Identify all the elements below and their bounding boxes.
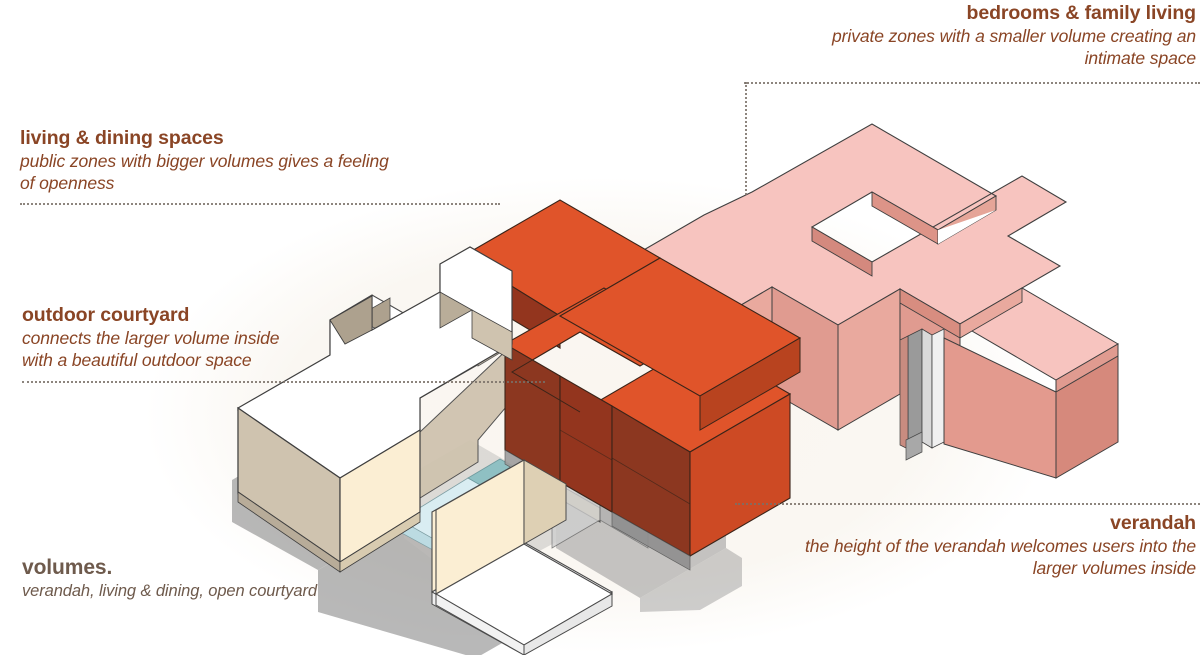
leader-courtyard xyxy=(22,381,545,383)
leader-verandah xyxy=(735,503,1200,505)
leader-living-dining xyxy=(20,203,500,205)
left-mass-base-edge xyxy=(237,491,421,573)
annotation-volumes-title: volumes. xyxy=(22,556,113,579)
leader-bedrooms-vertical xyxy=(745,82,747,195)
annotation-living-dining-line1: public zones with bigger volumes gives a… xyxy=(20,151,389,171)
pink-ledge-detail xyxy=(899,287,1023,339)
annotation-living-dining: living & dining spaces public zones with… xyxy=(20,127,540,194)
annotation-courtyard-line1: connects the larger volume inside xyxy=(22,328,280,348)
annotation-courtyard-line2: with a beautiful outdoor space xyxy=(22,350,252,371)
annotation-verandah-line2: larger volumes inside xyxy=(1032,558,1196,579)
annotation-bedrooms: bedrooms & family living private zones w… xyxy=(676,2,1196,69)
annotation-volumes-line1: verandah, living & dining, open courtyar… xyxy=(22,581,317,600)
annotation-verandah-title: verandah xyxy=(1110,512,1196,534)
annotation-verandah-line1: the height of the verandah welcomes user… xyxy=(805,536,1196,556)
annotation-bedrooms-line1: private zones with a smaller volume crea… xyxy=(832,26,1196,46)
annotation-verandah: verandah the height of the verandah welc… xyxy=(636,512,1196,579)
annotation-living-dining-line2: of openness xyxy=(20,173,115,194)
foreground-verandah-slabs xyxy=(434,459,614,655)
living-dining-volume xyxy=(461,199,802,557)
annotation-bedrooms-title: bedrooms & family living xyxy=(966,2,1197,24)
annotation-courtyard: outdoor courtyard connects the larger vo… xyxy=(22,304,462,371)
annotation-living-dining-title: living & dining spaces xyxy=(20,127,224,149)
annotation-courtyard-title: outdoor courtyard xyxy=(22,304,190,326)
annotation-volumes-caption: volumes. verandah, living & dining, open… xyxy=(22,556,442,602)
leader-bedrooms-horizontal xyxy=(744,82,1200,84)
annotation-bedrooms-line2: intimate space xyxy=(1084,48,1197,69)
